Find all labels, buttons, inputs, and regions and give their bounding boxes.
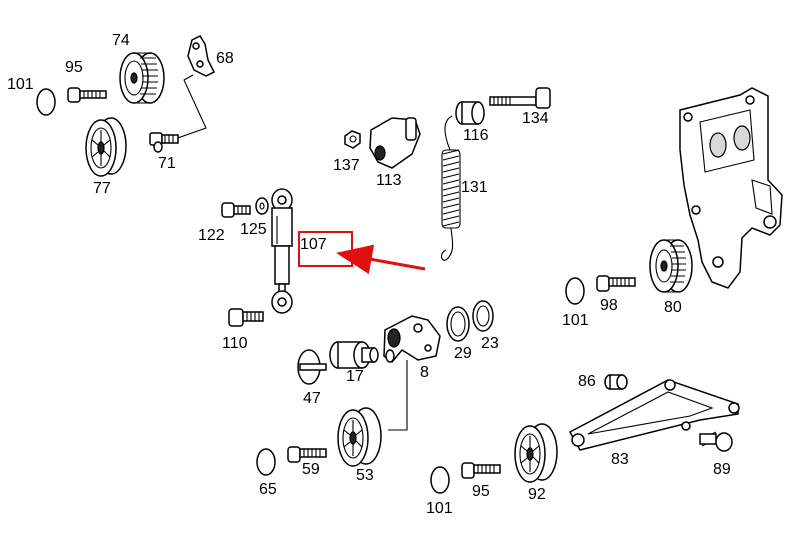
label-89: 89 xyxy=(713,461,731,478)
shaft-17 xyxy=(329,341,379,369)
spring-131 xyxy=(440,115,461,261)
label-113: 113 xyxy=(376,172,402,189)
bolt-110 xyxy=(228,308,264,327)
label-101-right: 101 xyxy=(562,312,589,329)
pulley-77 xyxy=(85,117,127,177)
bolt-89 xyxy=(699,431,733,452)
tensioner-arm-8 xyxy=(383,315,441,364)
pulley-80 xyxy=(649,239,693,293)
highlight-arrow xyxy=(336,244,426,275)
bolt-95-bottom xyxy=(461,462,501,479)
leader-68-71 xyxy=(171,74,207,141)
label-47: 47 xyxy=(303,390,321,407)
label-110: 110 xyxy=(222,335,248,352)
bolt-95-top xyxy=(67,87,107,103)
bushing-116 xyxy=(455,101,485,125)
label-98: 98 xyxy=(600,297,618,314)
bolt-134 xyxy=(489,87,551,109)
bracket-68 xyxy=(187,35,216,77)
label-86: 86 xyxy=(578,373,596,390)
pulley-92 xyxy=(514,423,558,483)
label-71: 71 xyxy=(158,155,176,172)
arm-83 xyxy=(568,379,740,451)
label-77: 77 xyxy=(93,180,111,197)
label-116: 116 xyxy=(463,127,489,144)
label-95-bottom: 95 xyxy=(472,483,490,500)
bracket-113 xyxy=(369,117,421,169)
label-92: 92 xyxy=(528,486,546,503)
label-8: 8 xyxy=(420,364,429,381)
seal-23 xyxy=(472,300,494,332)
nut-137 xyxy=(344,130,361,149)
label-134: 134 xyxy=(522,110,549,127)
label-17: 17 xyxy=(346,368,364,385)
pulley-53 xyxy=(337,407,382,467)
pulley-74 xyxy=(119,52,165,104)
cap-101-right xyxy=(565,277,585,305)
leader-8-53 xyxy=(388,360,408,431)
label-107: 107 xyxy=(300,236,327,253)
cap-101-top xyxy=(36,88,56,116)
label-65: 65 xyxy=(259,481,277,498)
label-122: 122 xyxy=(198,227,225,244)
label-101-bottom: 101 xyxy=(426,500,453,517)
label-68: 68 xyxy=(216,50,234,67)
mounting-bracket xyxy=(679,87,783,289)
cap-101-bottom xyxy=(430,466,450,494)
label-131: 131 xyxy=(461,179,488,196)
label-80: 80 xyxy=(664,299,682,316)
label-125: 125 xyxy=(240,221,267,238)
label-95-top: 95 xyxy=(65,59,83,76)
cap-65 xyxy=(256,448,276,476)
label-74: 74 xyxy=(112,32,130,49)
bushing-86 xyxy=(604,374,628,390)
bolt-98 xyxy=(596,275,636,292)
washer-125 xyxy=(255,197,269,215)
label-23: 23 xyxy=(481,335,499,352)
label-101-top: 101 xyxy=(7,76,34,93)
bolt-59 xyxy=(287,446,327,463)
label-59: 59 xyxy=(302,461,320,478)
highlight-box-107 xyxy=(298,231,353,267)
ring-29 xyxy=(446,306,470,342)
damper-107 xyxy=(271,188,293,314)
label-29: 29 xyxy=(454,345,472,362)
label-83: 83 xyxy=(611,451,629,468)
label-137: 137 xyxy=(333,157,360,174)
cap-47 xyxy=(297,349,327,385)
label-53: 53 xyxy=(356,467,374,484)
bolt-122 xyxy=(221,202,251,218)
bolt-71 xyxy=(149,132,179,153)
